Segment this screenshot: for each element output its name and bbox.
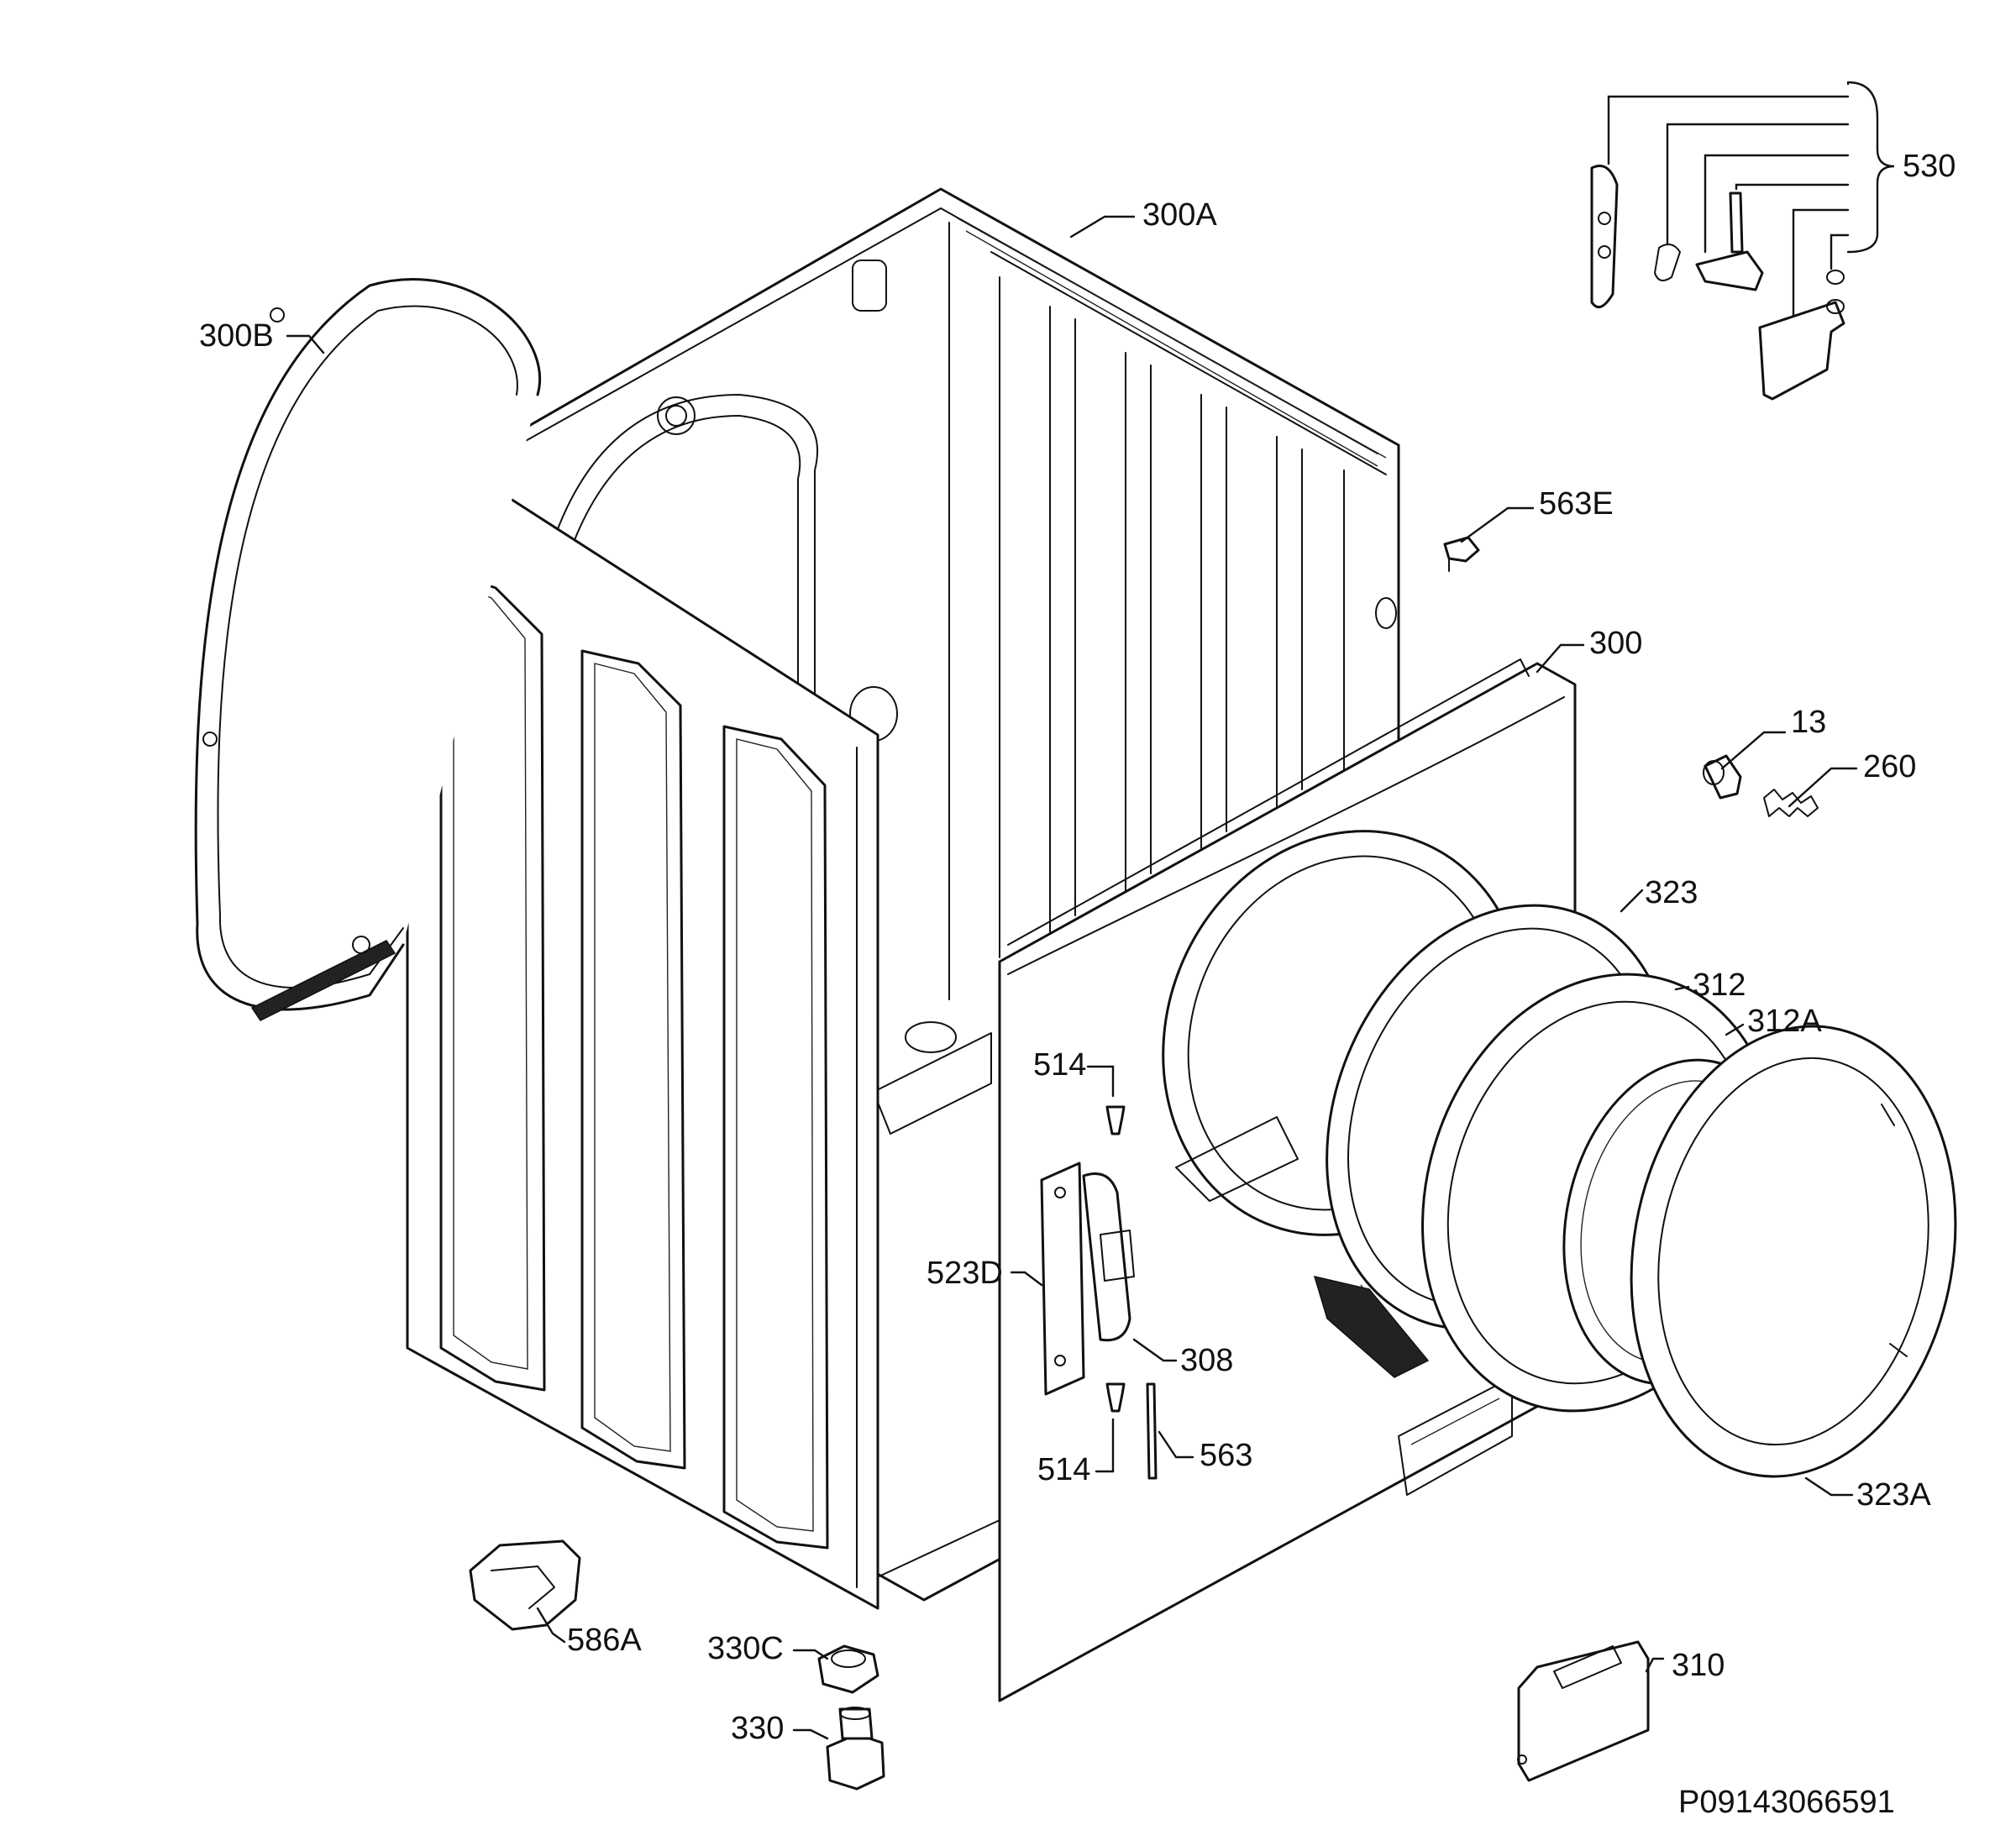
label-323A: 323A	[1856, 1477, 1931, 1513]
bracket-586A	[469, 1539, 581, 1631]
label-563E: 563E	[1539, 486, 1614, 522]
door-catch-308	[1082, 1172, 1135, 1342]
screw-514-bottom	[1105, 1382, 1126, 1413]
bushing-13	[1703, 754, 1742, 800]
label-586A: 586A	[567, 1623, 642, 1658]
label-323: 323	[1645, 875, 1698, 910]
front-panel-300	[998, 658, 1577, 1702]
label-300: 300	[1589, 626, 1642, 661]
label-523D: 523D	[927, 1256, 1003, 1291]
label-300B: 300B	[199, 318, 274, 354]
label-330: 330	[731, 1711, 784, 1746]
label-563: 563	[1200, 1438, 1252, 1473]
label-330C: 330C	[707, 1631, 784, 1666]
label-300A: 300A	[1142, 197, 1217, 233]
pin-563	[1146, 1382, 1158, 1480]
label-312A: 312A	[1747, 1004, 1822, 1039]
label-514-bottom: 514	[1037, 1452, 1090, 1487]
cabinet-side-panel	[406, 469, 879, 1610]
screw-514-top	[1105, 1105, 1126, 1135]
label-308: 308	[1180, 1343, 1233, 1378]
spring-260	[1763, 789, 1819, 817]
label-312: 312	[1693, 968, 1746, 1003]
leader-lines	[286, 81, 1895, 1740]
label-514-top: 514	[1033, 1047, 1086, 1083]
hinge-kit-530	[1590, 165, 1845, 401]
label-310: 310	[1672, 1648, 1725, 1683]
filter-cover-310	[1517, 1640, 1650, 1782]
label-530: 530	[1903, 149, 1956, 184]
door-outer-ring-323A	[1630, 1025, 1957, 1478]
drawing-code: P09143066591	[1678, 1785, 1895, 1820]
callout-labels: 530 300A 300B 563E 300 13 260 323 312 31…	[199, 149, 1956, 1746]
foot-nut-330C	[817, 1644, 879, 1694]
foot-330	[826, 1707, 885, 1791]
label-260: 260	[1863, 749, 1916, 784]
rear-seal-ring-300B	[194, 278, 541, 1021]
door-hinge-523D	[1040, 1162, 1085, 1396]
label-13: 13	[1791, 705, 1826, 740]
